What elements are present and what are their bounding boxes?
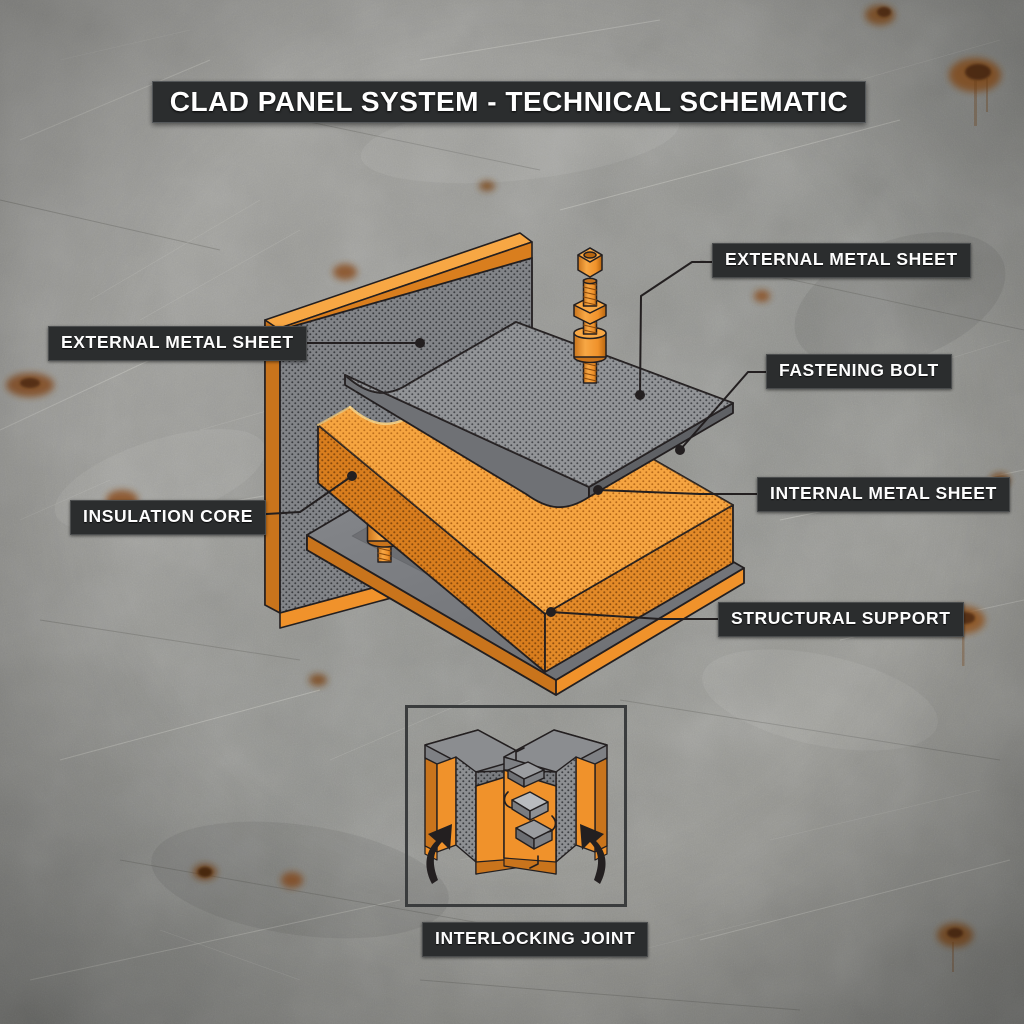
assembly-arrows: [426, 824, 606, 884]
page-title: CLAD PANEL SYSTEM - TECHNICAL SCHEMATIC: [152, 81, 866, 123]
label-internal-metal-sheet[interactable]: INTERNAL METAL SHEET: [757, 477, 1010, 512]
leader-internal-sheet: [597, 489, 758, 495]
leader-structural: [550, 611, 719, 620]
interlocking-joint-detail: [424, 729, 608, 884]
leader-fastening-bolt: [679, 371, 767, 451]
leader-dots: [347, 338, 685, 617]
leader-external-right: [639, 261, 713, 396]
external-metal-sheet: [344, 321, 734, 509]
label-interlocking-joint[interactable]: INTERLOCKING JOINT: [422, 922, 649, 957]
label-external-metal-sheet-right[interactable]: EXTERNAL METAL SHEET: [712, 243, 971, 278]
label-insulation-core[interactable]: INSULATION CORE: [70, 500, 267, 535]
page-title-text: CLAD PANEL SYSTEM - TECHNICAL SCHEMATIC: [169, 86, 849, 117]
label-fastening-bolt[interactable]: FASTENING BOLT: [766, 354, 952, 389]
interlocking-joint-frame: [405, 705, 627, 907]
label-structural-support[interactable]: STRUCTURAL SUPPORT: [718, 602, 964, 637]
fastening-bolt-upper: [573, 247, 607, 384]
label-external-metal-sheet-left[interactable]: EXTERNAL METAL SHEET: [48, 326, 307, 361]
